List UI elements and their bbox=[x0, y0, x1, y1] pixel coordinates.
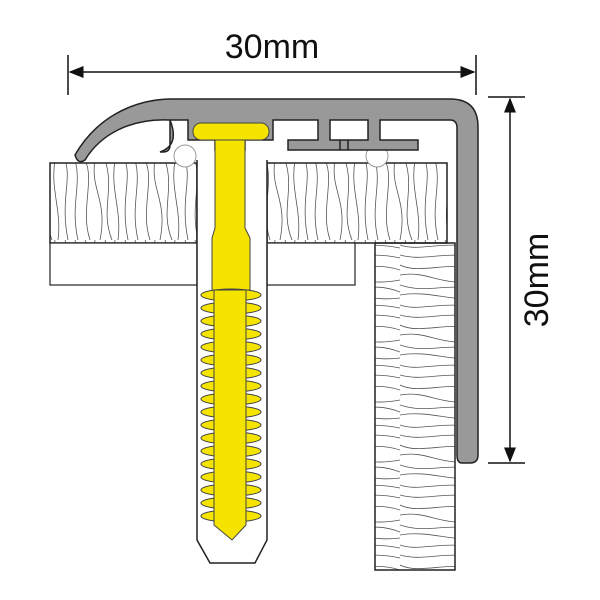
height-dimension: 30mm bbox=[488, 96, 556, 464]
width-dimension: 30mm bbox=[67, 28, 477, 95]
height-label: 30mm bbox=[518, 233, 556, 327]
tread-board bbox=[49, 162, 448, 286]
screw bbox=[192, 122, 270, 541]
riser-board bbox=[374, 242, 456, 571]
width-label: 30mm bbox=[225, 28, 319, 66]
nosing-profile bbox=[74, 98, 479, 464]
